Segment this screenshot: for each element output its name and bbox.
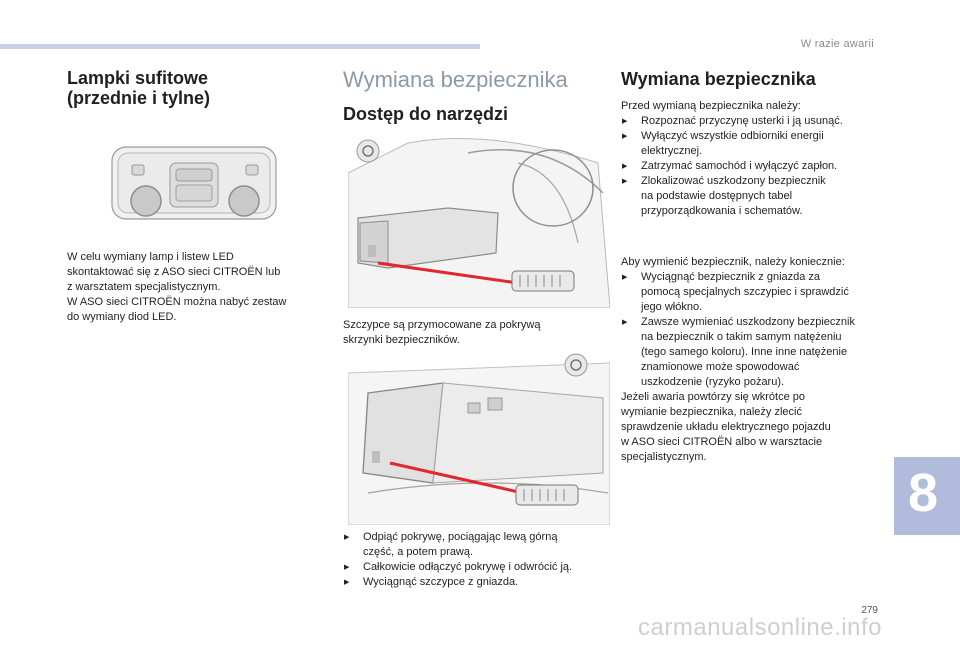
text-line: znamionowe może spowodować [641,361,800,373]
text-line: Wyłączyć wszystkie odbiorniki energii [641,130,824,142]
ceiling-lamp-illustration [110,143,278,225]
fuse-section-title: Wymiana bezpiecznika [343,67,568,92]
text-line: elektrycznej. [641,145,703,157]
list-item: Zawsze wymieniać uszkodzony bezpiecznik … [621,315,891,390]
fuse-tweezers-illustration [347,353,611,526]
before-replacement-block: Przed wymianą bezpiecznika należy: Rozpo… [621,99,891,219]
header-bar [0,44,480,49]
ceiling-lamps-title: Lampki sufitowe (przednie i tylne) [67,68,287,108]
text-line: skontaktować się z ASO sieci CITROËN lub [67,266,281,278]
replacement-block: Aby wymienić bezpiecznik, należy koniecz… [621,255,891,465]
list-item: Wyłączyć wszystkie odbiorniki energii el… [621,129,891,159]
text-line: jego włókno. [641,301,703,313]
list-item: Całkowicie odłączyć pokrywę i odwrócić j… [343,560,603,575]
title-line: (przednie i tylne) [67,88,211,108]
text-line: Odpiąć pokrywę, pociągając lewą górną [363,531,558,543]
tool-access-title: Dostęp do narzędzi [343,104,509,124]
text-line: Zlokalizować uszkodzony bezpiecznik [641,175,826,187]
intro-text: Przed wymianą bezpiecznika należy: [621,100,801,112]
text-line: przyporządkowania i schematów. [641,205,803,217]
text-line: sprawdzenie układu elektrycznego pojazdu [621,421,831,433]
text-line: Całkowicie odłączyć pokrywę i odwrócić j… [363,561,573,573]
text-line: skrzynki bezpieczników. [343,334,460,346]
text-line: pomocą specjalnych szczypiec i sprawdzić [641,286,849,298]
text-line: (tego samego koloru). Inne inne natężeni… [641,346,848,358]
text-line: specjalistycznym. [621,451,707,463]
text-line: Wyciągnąć szczypce z gniazda. [363,576,519,588]
text-line: w ASO sieci CITROËN albo w warsztacie [621,436,823,448]
text-line: W ASO sieci CITROËN można nabyć zestaw [67,296,287,308]
text-line: Zatrzymać samochód i wyłączyć zapłon. [641,160,838,172]
list-item: Wyciągnąć szczypce z gniazda. [343,575,603,590]
list-item: Zlokalizować uszkodzony bezpiecznik na p… [621,174,891,219]
text-line: na bezpiecznik o takim samym natężeniu [641,331,842,343]
watermark: carmanualsonline.info [638,614,882,641]
list-item: Odpiąć pokrywę, pociągając lewą górną cz… [343,530,603,560]
text-line: wymianie bezpiecznika, należy zlecić [621,406,802,418]
list-item: Rozpoznać przyczynę usterki i ją usunąć. [621,114,891,129]
text-line: do wymiany diod LED. [67,311,177,323]
list-item: Wyciągnąć bezpiecznik z gniazda za pomoc… [621,270,891,315]
text-line: Zawsze wymieniać uszkodzony bezpiecznik [641,316,855,328]
tweezers-caption: Szczypce są przymocowane za pokrywą skrz… [343,318,603,348]
text-line: Wyciągnąć bezpiecznik z gniazda za [641,271,821,283]
text-line: na podstawie dostępnych tabel [641,190,793,202]
tweezers-steps: Odpiąć pokrywę, pociągając lewą górną cz… [343,530,603,590]
chapter-tab [894,457,960,535]
text-line: Szczypce są przymocowane za pokrywą [343,319,541,331]
list-item: Zatrzymać samochód i wyłączyć zapłon. [621,159,891,174]
text-line: część, a potem prawą. [363,546,474,558]
text-line: uszkodzenie (ryzyko pożaru). [641,376,785,388]
text-line: Rozpoznać przyczynę usterki i ją usunąć. [641,115,843,127]
fuse-box-location-illustration [347,133,611,309]
fuse-replacement-title: Wymiana bezpiecznika [621,69,816,89]
page-number: 279 [861,605,878,616]
running-header: W razie awarii [800,38,874,50]
text-line: z warsztatem specjalistycznym. [67,281,221,293]
title-line: Lampki sufitowe [67,68,209,88]
text-line: W celu wymiany lamp i listew LED [67,251,234,263]
ceiling-lamps-paragraph: W celu wymiany lamp i listew LED skontak… [67,250,322,325]
text-line: Jeżeli awaria powtórzy się wkrótce po [621,391,806,403]
chapter-number: 8 [907,463,938,523]
closing-paragraph: Jeżeli awaria powtórzy się wkrótce po wy… [621,390,891,465]
intro-text: Aby wymienić bezpiecznik, należy koniecz… [621,256,845,268]
